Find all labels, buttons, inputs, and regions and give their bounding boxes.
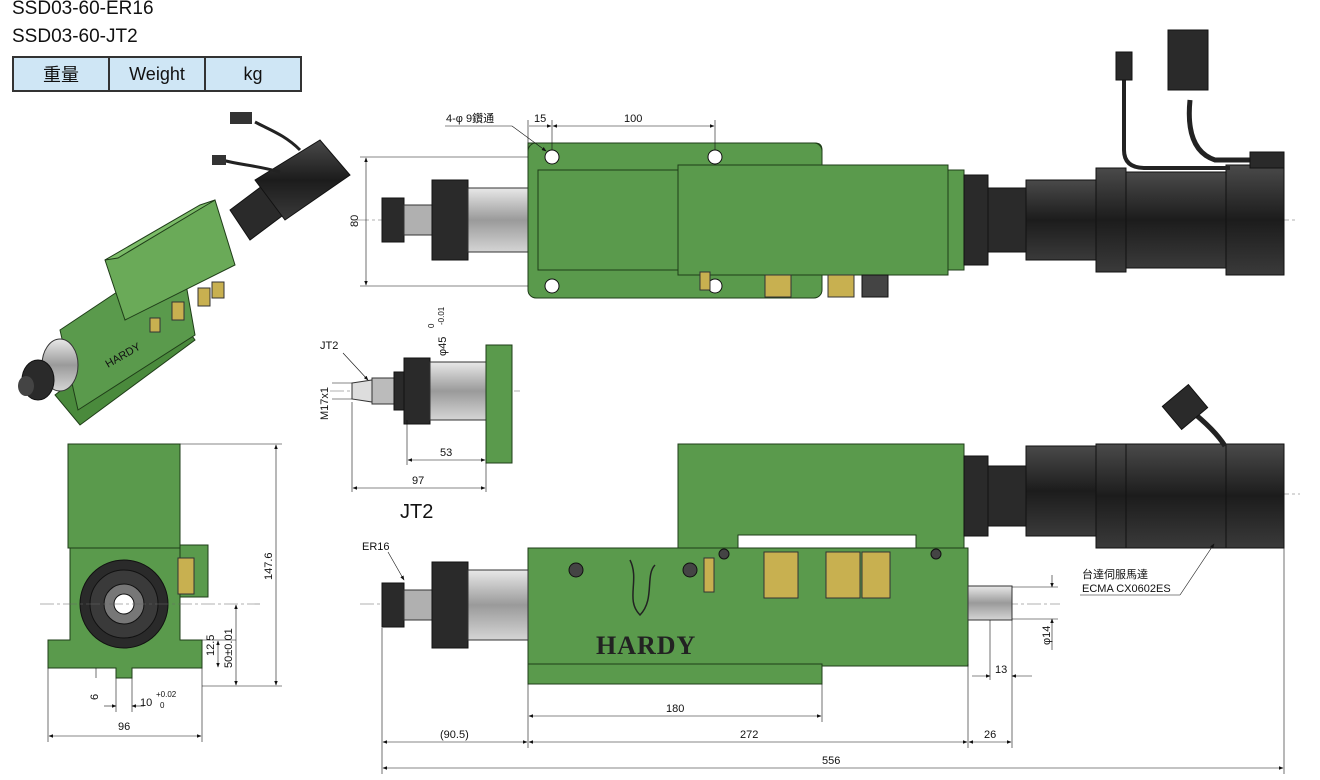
dim-180: 180 [666, 703, 684, 715]
svg-text:0: 0 [427, 323, 436, 328]
top-motor [1125, 171, 1227, 269]
jt2-dia: φ45 [437, 337, 449, 356]
iso-motor [254, 139, 351, 221]
side-motor [1125, 443, 1227, 549]
jt2-nut [403, 357, 431, 425]
dim-50: 50±0.01 [223, 628, 235, 668]
mount-hole [707, 149, 723, 165]
svg-text:0: 0 [160, 701, 165, 710]
side-brand: HARDY [596, 631, 696, 660]
hole-note: 4-φ 9鑽通 [446, 111, 494, 125]
dim-phi14: φ14 [1041, 626, 1053, 645]
dim-15: 15 [534, 113, 546, 125]
dim-96: 96 [118, 721, 130, 733]
jt2-spindle [429, 361, 487, 421]
top-coupling-housing [1025, 179, 1097, 261]
side-shaft [967, 585, 1013, 621]
dim-6: 6 [89, 694, 101, 700]
dim-147-6: 147.6 [263, 552, 275, 580]
weight-table-en-label: Weight [108, 56, 206, 92]
mount-hole [544, 149, 560, 165]
er16-label: ER16 [362, 541, 390, 553]
jt2-caption: JT2 [400, 501, 433, 523]
dim-13: 13 [995, 664, 1007, 676]
motor-label-model: ECMA CX0602ES [1082, 583, 1171, 595]
model-number-er16: SSD03-60-ER16 [12, 0, 154, 19]
motor-label-zh: 台達伺服馬達 [1082, 567, 1148, 581]
dim-80: 80 [349, 215, 361, 227]
weight-table: 重量 Weight kg [12, 56, 302, 92]
dim-272: 272 [740, 729, 758, 741]
side-lower-body [527, 547, 969, 667]
side-view: HARDY ER16 台達伺服馬達 ECMA CX0602ES φ14 [360, 383, 1300, 774]
model-number-jt2: SSD03-60-JT2 [12, 26, 138, 47]
weight-table-unit: kg [204, 56, 302, 92]
dim-100: 100 [624, 113, 642, 125]
top-spindle-nut [431, 179, 469, 261]
dim-10: 10 [140, 697, 152, 709]
svg-text:-0.01: -0.01 [437, 306, 446, 325]
iso-view: HARDY [18, 112, 351, 426]
side-base-plate [527, 663, 823, 685]
side-spindle [467, 569, 529, 641]
dim-53: 53 [440, 447, 452, 459]
top-upper-body [677, 164, 949, 276]
jt2-thread: M17x1 [319, 387, 331, 420]
dim-556: 556 [822, 755, 840, 767]
jt2-flange [485, 344, 513, 464]
jt2-view: JT2 M17x1 φ45 0 -0.01 53 97 JT2 [319, 306, 520, 523]
svg-text:+0.02: +0.02 [156, 690, 177, 699]
dim-97: 97 [412, 475, 424, 487]
weight-table-zh-label: 重量 [12, 56, 110, 92]
dim-90-5: (90.5) [440, 729, 469, 741]
top-spindle [467, 187, 529, 253]
dim-12-5: 12.5 [205, 635, 217, 656]
jt2-label: JT2 [320, 340, 338, 352]
top-view: 80 15 100 4-φ 9鑽通 [349, 29, 1295, 299]
mount-hole [544, 278, 560, 294]
end-view: 147.6 50±0.01 12.5 6 10 +0.02 0 96 [40, 443, 282, 742]
dim-26: 26 [984, 729, 996, 741]
end-upper-body [67, 443, 181, 549]
brand-logo-icon [629, 559, 656, 617]
side-spindle-nut [431, 561, 469, 649]
